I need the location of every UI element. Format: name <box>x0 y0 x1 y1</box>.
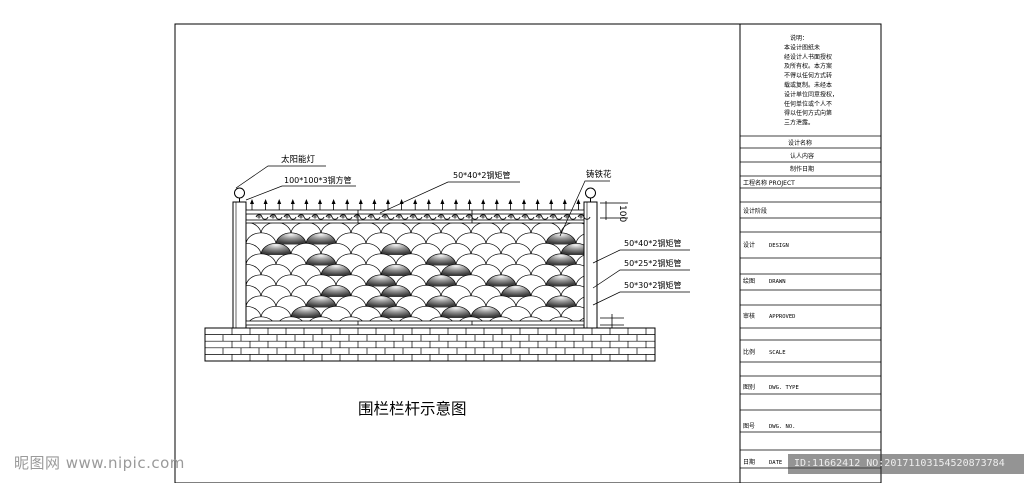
title-block-sublabel: DWG. TYPE <box>769 385 799 391</box>
title-block-label: 设计名称 <box>788 139 812 147</box>
note-line: 不得以任何方式转 <box>784 72 832 80</box>
note-line: 三方泄露。 <box>784 119 814 127</box>
upper-rail <box>245 219 585 224</box>
note-line: 设计单位同意授权， <box>784 90 838 98</box>
cast-iron-ornament <box>255 214 591 220</box>
title-block-label: 日期 <box>743 458 755 466</box>
title-block-label: 比例 <box>743 348 755 356</box>
left-post <box>232 201 247 329</box>
note-line: 任何单位或个人不 <box>784 100 832 108</box>
note-line: 载或复制。未经本 <box>784 81 832 89</box>
callout-rail-3: 50*30*2钢矩管 <box>624 280 681 290</box>
title-block-sublabel: DWG. NO. <box>769 424 796 430</box>
title-block-label: 设计 <box>743 241 755 249</box>
title-block: 说明：本设计图纸未经设计人书面授权及所有权。本方案不得以任何方式转载或复制。未经… <box>740 34 881 469</box>
title-block-label: 工程名称 PROJECT <box>743 179 795 187</box>
callout-lamp: 太阳能灯 <box>281 154 316 165</box>
title-block-label: 认人内容 <box>790 152 814 160</box>
dimension-text: 100 <box>617 205 627 222</box>
callout-ornament: 铸铁花 <box>586 169 612 180</box>
spear-finials <box>250 199 581 210</box>
note-line: 说明： <box>790 34 808 42</box>
right-post <box>583 201 598 329</box>
title-block-label: 图号 <box>743 423 755 430</box>
callout-post: 100*100*3钢方管 <box>284 175 352 185</box>
leader-lines <box>235 165 690 306</box>
watermark-id: ID:11662412 NO:20171103154520873784 <box>788 454 1024 474</box>
right-lamp <box>585 187 596 199</box>
note-line: 经设计人书面授权 <box>784 53 832 61</box>
title-block-label: 设计阶段 <box>743 207 767 215</box>
title-block-sublabel: DESIGN <box>769 243 789 249</box>
dimension-mark <box>600 201 628 328</box>
title-block-sublabel: DATE <box>769 460 782 466</box>
title-block-label: 图别 <box>743 383 755 391</box>
title-block-frame <box>739 23 882 483</box>
note-line: 及所有权。本方案 <box>784 62 832 70</box>
scale-pattern-panel <box>246 222 584 322</box>
drawing-title: 围栏栏杆示意图 <box>358 399 467 418</box>
bottom-rail <box>245 320 585 326</box>
top-rail <box>245 209 585 215</box>
title-block-sublabel: APPROVED <box>769 314 796 320</box>
title-block-sublabel: SCALE <box>769 350 786 356</box>
fence-elevation: 100 太阳能灯 100*100*3钢方管 50*40*2钢矩管 铸铁花 50*… <box>204 154 690 418</box>
note-line: 本设计图纸未 <box>784 43 820 51</box>
callout-rail-2: 50*25*2钢矩管 <box>624 258 681 268</box>
title-block-label: 审核 <box>743 312 755 320</box>
watermark-site: 昵图网 www.nipic.com <box>14 454 185 472</box>
callout-top-rail: 50*40*2钢矩管 <box>453 170 510 180</box>
title-block-label: 绘图 <box>743 277 755 285</box>
note-line: 得以任何方式向第 <box>784 109 832 117</box>
callout-rail-1: 50*40*2钢矩管 <box>624 238 681 248</box>
left-lamp <box>234 187 245 199</box>
title-block-sublabel: DRAWN <box>769 279 786 285</box>
title-block-label: 制作日期 <box>790 165 814 173</box>
notes: 说明：本设计图纸未经设计人书面授权及所有权。本方案不得以任何方式转载或复制。未经… <box>784 34 838 127</box>
